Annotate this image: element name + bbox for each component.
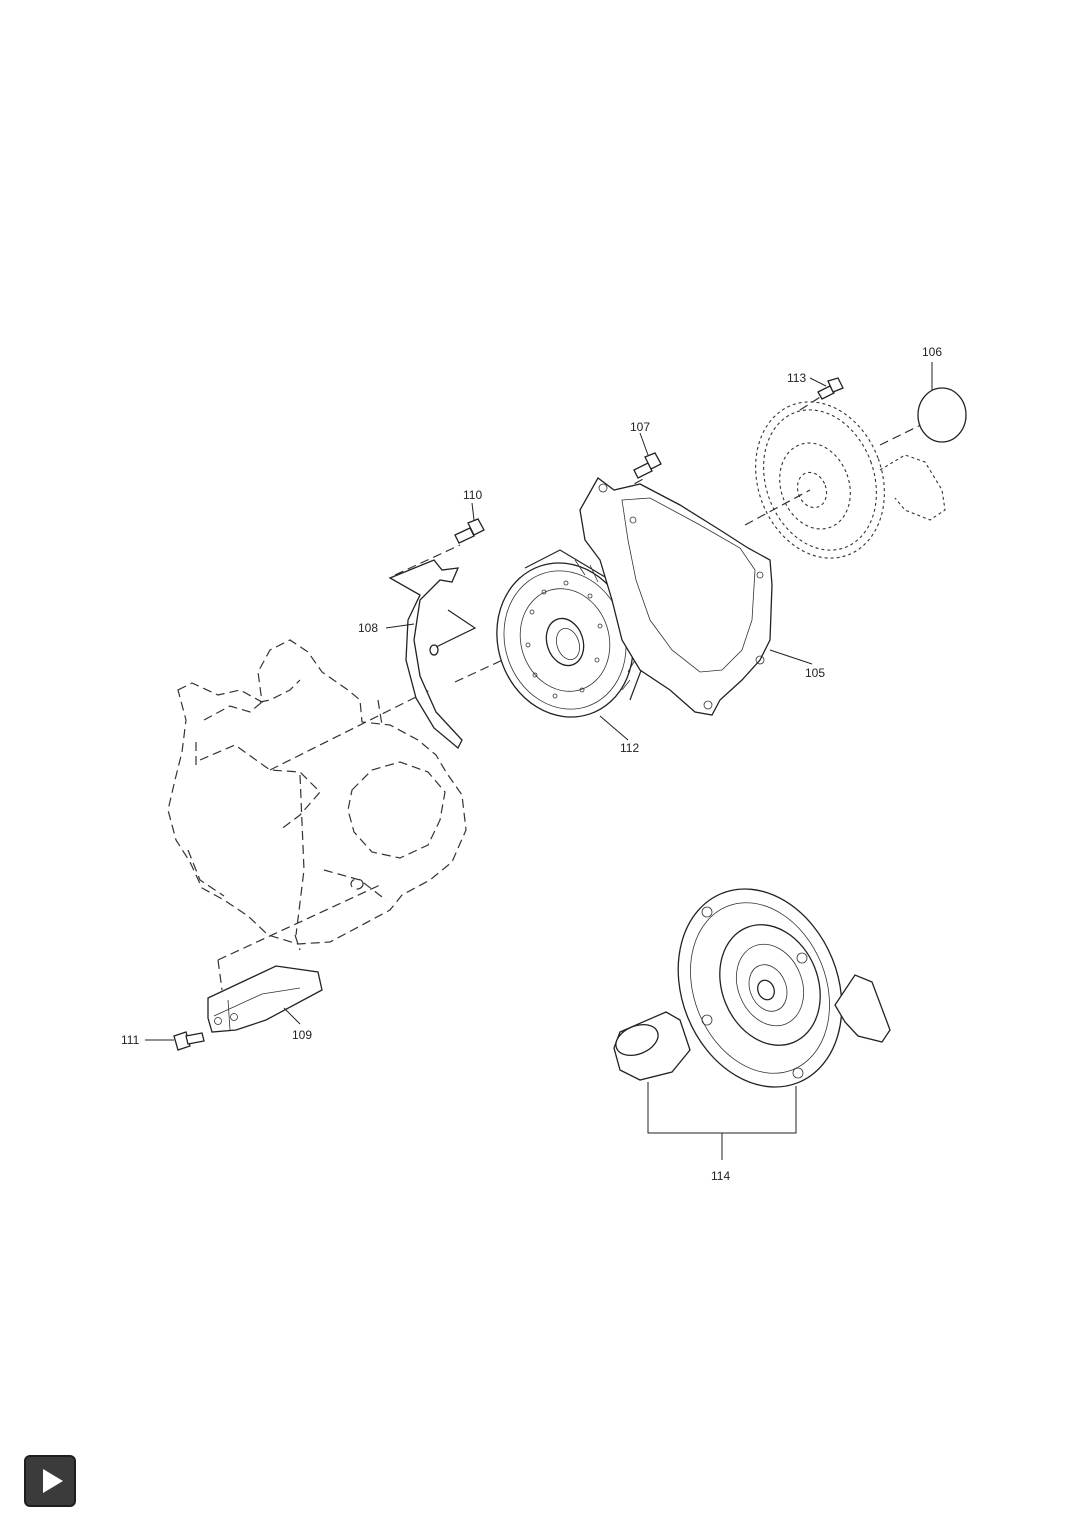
callout-114: 114 — [711, 1169, 730, 1183]
part-110-bolt — [454, 518, 485, 544]
callout-labels: 106 113 107 110 108 105 112 111 109 114 — [121, 345, 942, 1183]
recoil-starter-phantom — [755, 401, 946, 559]
part-108-baffle — [388, 559, 477, 750]
callout-111: 111 — [121, 1033, 140, 1047]
play-triangle-icon — [43, 1469, 63, 1493]
next-page-button[interactable] — [24, 1455, 76, 1507]
callout-113: 113 — [787, 371, 806, 385]
callout-108: 108 — [358, 621, 378, 635]
leader-lines — [145, 362, 933, 1160]
part-107-bolt — [633, 452, 662, 479]
callout-106: 106 — [922, 345, 942, 359]
part-111-bolt — [173, 1031, 205, 1051]
callout-110: 110 — [463, 488, 482, 502]
callout-105: 105 — [805, 666, 825, 680]
part-113-bolt — [817, 377, 844, 400]
part-105-fan-housing — [579, 477, 773, 716]
callout-112: 112 — [620, 741, 639, 755]
callout-107: 107 — [630, 420, 650, 434]
part-109-bracket — [207, 965, 323, 1033]
part-106-cap — [917, 387, 967, 443]
part-114-recoil-starter — [613, 888, 891, 1088]
callout-109: 109 — [292, 1028, 312, 1042]
engine-block-outline — [167, 639, 467, 945]
